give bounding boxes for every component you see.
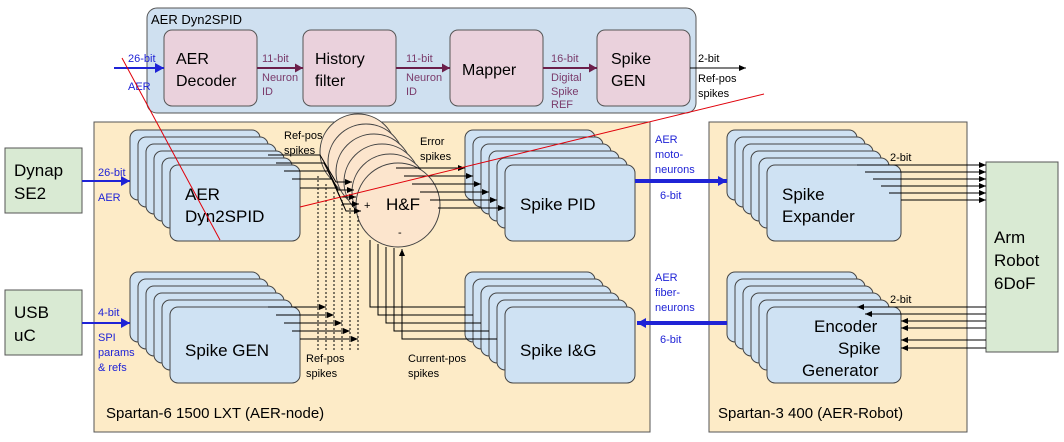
encoder-label-3: Generator <box>802 361 879 380</box>
hf-plus: + <box>364 200 370 212</box>
inset-history-filter <box>302 29 397 107</box>
fiber-l2: fiber- <box>655 287 680 299</box>
spike-pid-label: Spike PID <box>520 195 596 214</box>
expander-label-1: Spike <box>782 185 825 204</box>
expander-bits: 2-bit <box>890 152 911 164</box>
arm-label-1: Arm <box>994 228 1025 247</box>
encoder-bits: 2-bit <box>890 294 911 306</box>
dynap-box: Dynap SE2 <box>4 147 83 214</box>
spike-gen-stack: Spike GEN <box>129 271 301 384</box>
spike-gen-label: Spike GEN <box>185 341 269 360</box>
spikegen-to-hf-arrows <box>268 176 359 350</box>
inset-spike-gen <box>596 29 691 107</box>
inset-link3-l2: Spike <box>551 86 579 98</box>
arm-label-2: Robot <box>994 251 1040 270</box>
inset-aer-decoder-l2: Decoder <box>176 73 237 90</box>
inset-link3-l3: REF <box>551 99 573 111</box>
inset-link1-l2: ID <box>262 86 273 98</box>
fiber-l3: neurons <box>655 302 695 314</box>
spike-ig-label: Spike I&G <box>520 341 597 360</box>
inset-link2-l1: Neuron <box>406 72 442 84</box>
aer-dyn2spid-stack: AER Dyn2SPID <box>129 129 301 242</box>
inset-output-l2: spikes <box>698 88 730 100</box>
inset-spike-gen-l1: Spike <box>611 51 651 68</box>
encoder-stack: Encoder Spike Generator <box>726 271 902 384</box>
dynap-label-2: SE2 <box>14 184 46 203</box>
inset-link2-l2: ID <box>406 86 417 98</box>
encoder-label-2: Spike <box>838 339 881 358</box>
spike-ig-stack: Spike I&G <box>464 271 636 384</box>
ig-to-hf-arrows <box>369 240 497 340</box>
usb-params: params <box>98 347 135 359</box>
refpos-bot-l2: spikes <box>306 368 338 380</box>
arm-robot-box: Arm Robot 6DoF <box>985 161 1059 353</box>
inset-link1-bits: 11-bit <box>262 53 289 65</box>
moto-bits: 6-bit <box>660 190 681 202</box>
moto-l1: AER <box>655 134 678 146</box>
zoom-line-right <box>299 93 765 208</box>
inset-spike-gen-l2: GEN <box>611 73 646 90</box>
inset-link2-bits: 11-bit <box>406 53 433 65</box>
usb-bits: 4-bit <box>98 307 119 319</box>
dynap-label-1: Dynap <box>14 161 63 180</box>
inset-mapper-l1: Mapper <box>462 62 517 79</box>
hf-to-pid-arrows <box>396 165 505 211</box>
dyn2spid-label-2: Dyn2SPID <box>185 207 264 226</box>
fiber-bits: 6-bit <box>660 334 681 346</box>
error-l2: spikes <box>420 151 452 163</box>
arm-label-3: 6DoF <box>994 274 1036 293</box>
inset-history-l2: filter <box>315 73 346 90</box>
inset-link1-l1: Neuron <box>262 72 298 84</box>
usb-spi: SPI <box>98 332 116 344</box>
refpos-top-l1: Ref-pos <box>284 130 323 142</box>
arm-to-encoder-arrows <box>857 304 986 351</box>
inset-input-bits: 26-bit <box>128 53 156 65</box>
spike-pid-stack: Spike PID <box>464 129 636 242</box>
usb-refs: & refs <box>98 362 127 374</box>
zoom-line-left <box>121 57 221 241</box>
dyn2spid-to-hf-arrows <box>268 154 361 214</box>
inset-aer-decoder-l1: AER <box>176 51 209 68</box>
error-l1: Error <box>420 136 445 148</box>
dyn2spid-label-1: AER <box>185 185 220 204</box>
fiber-l1: AER <box>655 272 678 284</box>
dynap-aer: AER <box>98 192 121 204</box>
inset-link3-l1: Digital <box>551 72 582 84</box>
inset-panel: AER Dyn2SPID AER Decoder History filter … <box>114 7 746 114</box>
inset-output-l1: Ref-pos <box>698 73 737 85</box>
spike-expander-stack: Spike Expander <box>726 129 902 242</box>
usb-label-2: uC <box>14 326 36 345</box>
spartan6-label: Spartan-6 1500 LXT (AER-node) <box>106 405 324 422</box>
moto-l3: neurons <box>655 164 695 176</box>
inset-input-aer: AER <box>128 81 151 93</box>
expander-label-2: Expander <box>782 207 855 226</box>
hf-label: H&F <box>386 195 420 214</box>
spartan3-label: Spartan-3 400 (AER-Robot) <box>718 405 903 422</box>
expander-to-arm-arrows <box>857 162 986 203</box>
inset-title: AER Dyn2SPID <box>151 12 242 27</box>
refpos-top-l2: spikes <box>284 145 316 157</box>
encoder-label-1: Encoder <box>814 317 878 336</box>
usb-box: USB uC <box>4 289 83 356</box>
inset-aer-decoder <box>163 29 258 107</box>
hf-minus: - <box>398 227 402 239</box>
currentpos-l2: spikes <box>408 368 440 380</box>
refpos-bot-l1: Ref-pos <box>306 353 345 365</box>
currentpos-l1: Current-pos <box>408 353 467 365</box>
inset-output-bits: 2-bit <box>698 53 719 65</box>
usb-label-1: USB <box>14 303 49 322</box>
inset-link3-bits: 16-bit <box>551 53 579 65</box>
moto-l2: moto- <box>655 149 683 161</box>
inset-history-l1: History <box>315 51 365 68</box>
dynap-bits: 26-bit <box>98 167 126 179</box>
